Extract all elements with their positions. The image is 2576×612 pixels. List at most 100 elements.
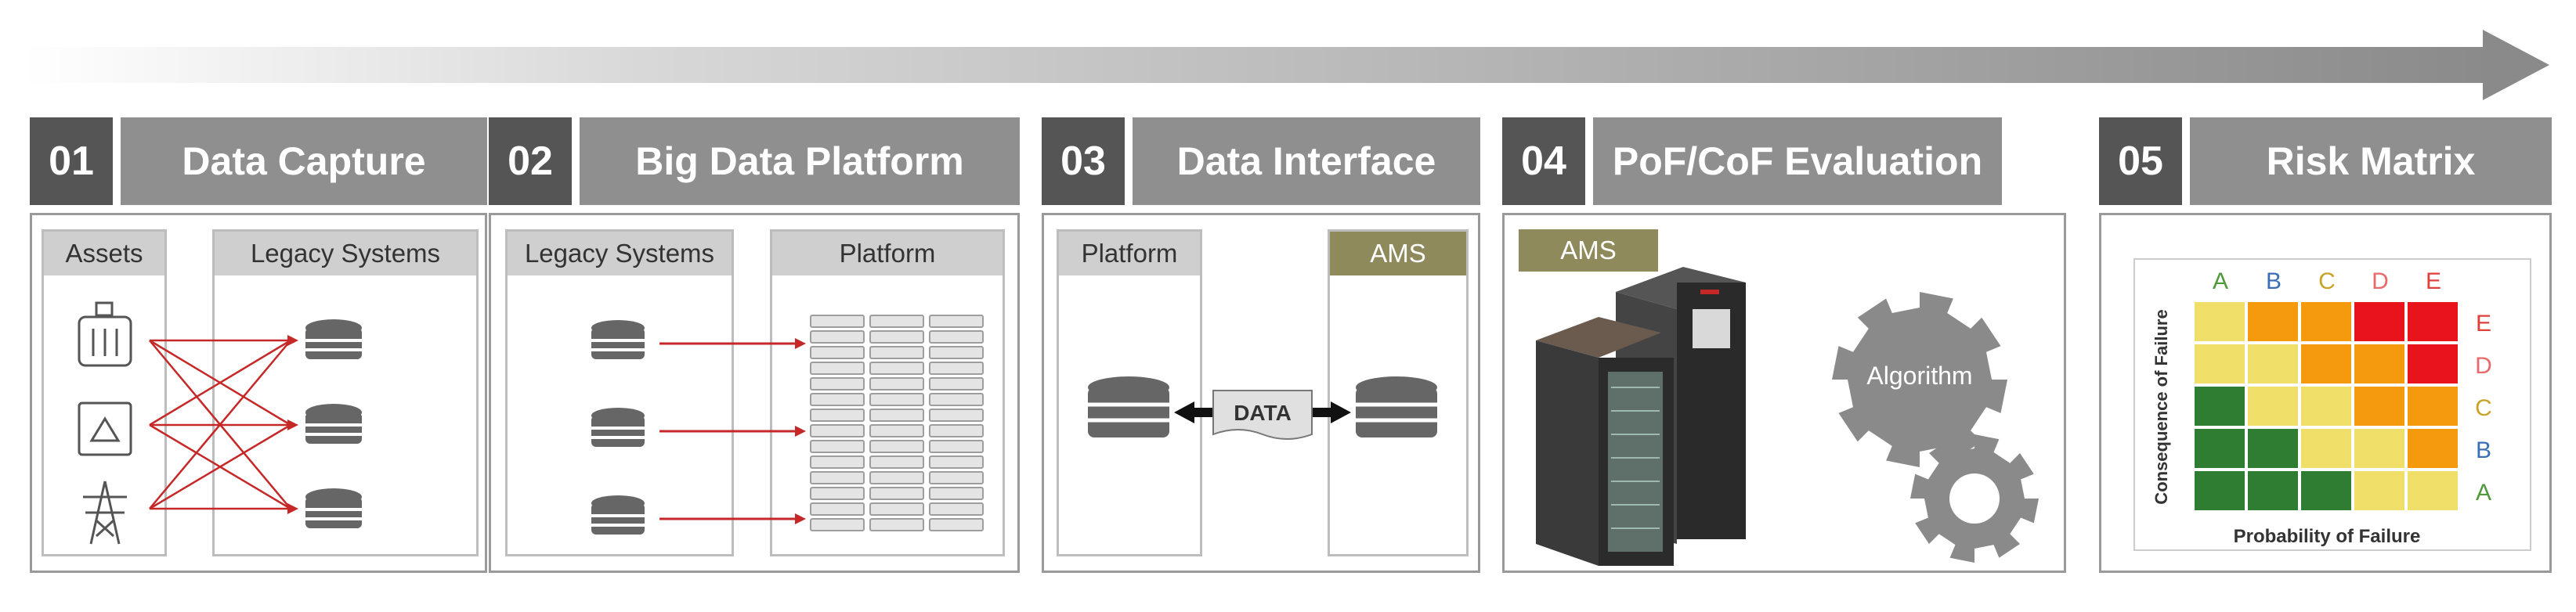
matrix-cell — [2353, 470, 2406, 512]
interface-diagram: DATA — [1088, 376, 1437, 440]
matrix-cell — [2353, 385, 2406, 427]
rack-unit — [810, 346, 865, 359]
row-label: C — [2475, 395, 2492, 421]
connection-arrows — [149, 339, 291, 510]
column-header: Platform — [772, 232, 1003, 275]
matrix-cell — [2246, 385, 2300, 427]
column-label: A — [2213, 268, 2228, 294]
column-header: Legacy Systems — [508, 232, 732, 275]
rack-unit — [810, 471, 865, 484]
matrix-cell — [2246, 343, 2300, 385]
matrix-cell — [2300, 343, 2353, 385]
connection-arrows — [659, 342, 797, 520]
data-document-icon — [1212, 390, 1313, 440]
stage-title: Big Data Platform — [580, 117, 1020, 205]
platform-diagram — [591, 315, 984, 535]
stage-panel: Assets Legacy Systems — [30, 213, 487, 573]
rack-unit — [810, 455, 865, 469]
stage-panel: Platform AMS DATA — [1042, 213, 1480, 573]
stage-title: Data Capture — [121, 117, 487, 205]
matrix-cell — [2406, 301, 2459, 343]
matrix-cell — [2193, 343, 2246, 385]
legacy-systems-column: Legacy Systems — [505, 229, 734, 556]
server-rack-icon — [1536, 317, 1674, 566]
matrix-cell — [2406, 343, 2459, 385]
rack-unit — [810, 518, 865, 531]
rack-unit — [929, 424, 984, 437]
matrix-cell — [2246, 301, 2300, 343]
rack-unit — [810, 409, 865, 422]
rack-unit — [929, 377, 984, 391]
rack-unit — [810, 315, 865, 328]
stage-panel: Legacy Systems Platform — [489, 213, 1020, 573]
rack-unit — [929, 440, 984, 453]
column-label: C — [2318, 268, 2336, 294]
matrix-cell — [2246, 470, 2300, 512]
rack-unit — [929, 487, 984, 500]
rack-unit — [869, 330, 924, 344]
matrix-cell — [2193, 470, 2246, 512]
matrix-cell — [2193, 427, 2246, 470]
assets-column: Assets — [42, 229, 167, 556]
rack-unit — [929, 455, 984, 469]
matrix-cell — [2353, 343, 2406, 385]
gear-icon — [1910, 434, 2039, 563]
rack-unit — [869, 455, 924, 469]
rack-unit — [869, 362, 924, 375]
rack-unit — [810, 393, 865, 406]
row-label: A — [2476, 480, 2491, 506]
rack-unit — [929, 346, 984, 359]
data-label: DATA — [1234, 401, 1292, 425]
ams-label: AMS — [1519, 229, 1658, 272]
x-axis-label: Probability of Failure — [2234, 526, 2421, 547]
rack-unit — [929, 471, 984, 484]
stage-number: 05 — [2099, 117, 2182, 205]
rack-unit — [929, 502, 984, 516]
rack-unit — [869, 315, 924, 328]
rack-unit — [810, 330, 865, 344]
column-header: AMS — [1330, 232, 1466, 275]
rack-unit — [869, 487, 924, 500]
row-label: D — [2475, 353, 2492, 379]
matrix-cell — [2300, 301, 2353, 343]
rack-unit — [929, 393, 984, 406]
stage-title: Data Interface — [1133, 117, 1480, 205]
gear-icon — [1832, 292, 2007, 467]
rack-unit — [810, 377, 865, 391]
matrix-cell — [2406, 385, 2459, 427]
rack-unit — [810, 502, 865, 516]
stage-number: 04 — [1502, 117, 1585, 205]
capture-diagram — [78, 301, 362, 545]
column-header: Assets — [44, 232, 164, 275]
row-label: E — [2476, 311, 2491, 337]
rack-unit — [869, 409, 924, 422]
matrix-cell — [2246, 427, 2300, 470]
stage-number: 03 — [1042, 117, 1125, 205]
database-icon — [1088, 376, 1437, 437]
rack-unit — [810, 487, 865, 500]
rack-unit — [869, 440, 924, 453]
rack-unit — [810, 424, 865, 437]
stage-title: PoF/CoF Evaluation — [1593, 117, 2002, 205]
rack-unit — [869, 377, 924, 391]
rack-unit — [869, 393, 924, 406]
server-rack-icon — [810, 315, 984, 531]
rack-unit — [810, 440, 865, 453]
transformer-icon — [78, 301, 132, 367]
row-label: B — [2476, 437, 2491, 463]
meter-icon — [78, 401, 132, 456]
evaluation-diagram: Algorithm — [1536, 267, 2039, 566]
column-label: D — [2372, 268, 2389, 294]
matrix-cell — [2300, 385, 2353, 427]
matrix-cell — [2353, 427, 2406, 470]
rack-unit — [929, 330, 984, 344]
stage-number: 01 — [30, 117, 113, 205]
rack-unit — [869, 346, 924, 359]
rack-unit — [869, 424, 924, 437]
column-label: E — [2426, 268, 2441, 294]
matrix-cell — [2300, 427, 2353, 470]
rack-unit — [929, 409, 984, 422]
stage-number: 02 — [489, 117, 572, 205]
